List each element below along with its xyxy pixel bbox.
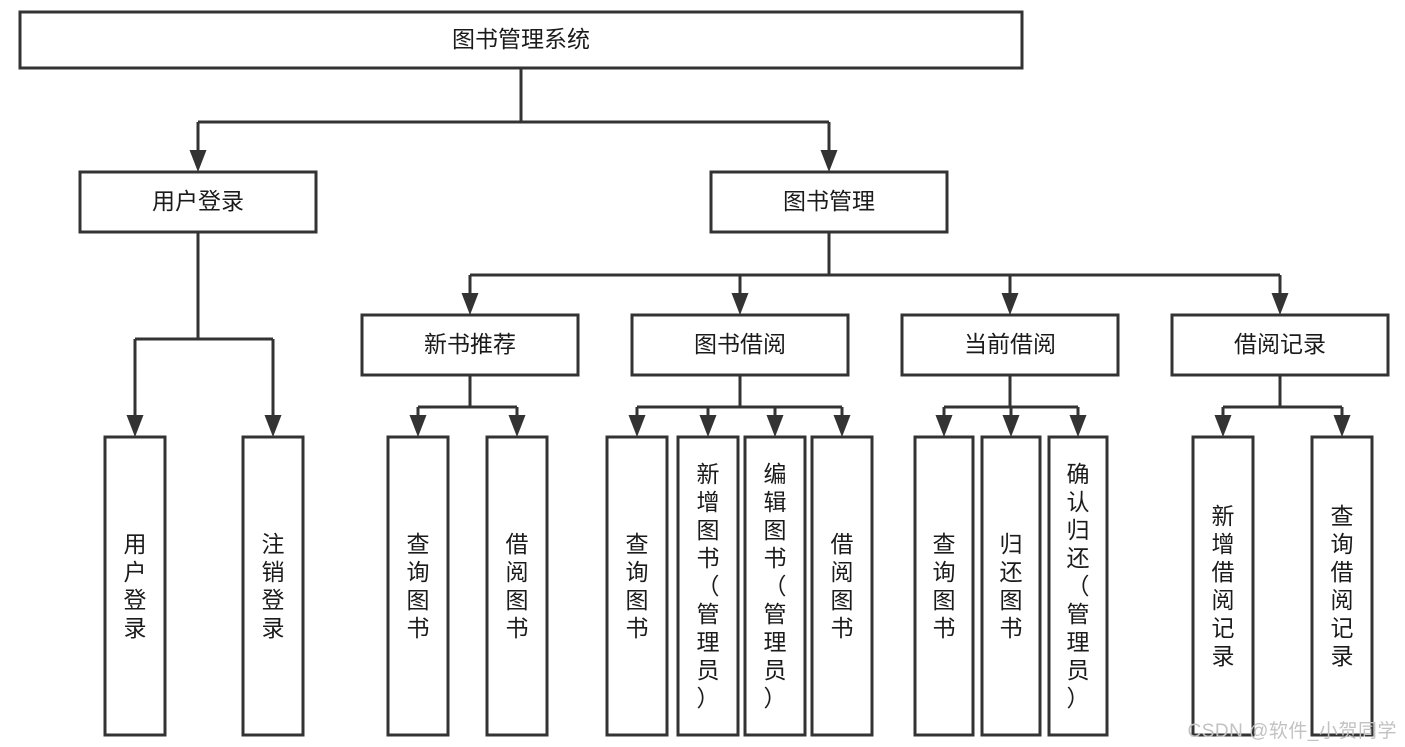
arrow-head-icon xyxy=(189,150,207,172)
node-book-borrow[interactable]: 图书借阅 xyxy=(630,313,850,377)
arrow-head-icon xyxy=(833,415,851,437)
node-root[interactable]: 图书管理系统 xyxy=(18,10,1024,70)
arrow-head-icon xyxy=(1002,415,1020,437)
node-box xyxy=(386,435,450,737)
node-box xyxy=(900,313,1120,377)
arrow-head-icon xyxy=(409,415,427,437)
node-label: 图书管理 xyxy=(783,188,875,214)
node-label: 新书推荐 xyxy=(424,331,516,357)
node-box xyxy=(810,435,874,737)
arrow-head-icon xyxy=(1069,415,1087,437)
arrow-head-icon xyxy=(766,415,784,437)
node-box xyxy=(1310,435,1374,737)
node-box xyxy=(103,435,167,737)
node-box xyxy=(1170,313,1390,377)
node-leaf-rec-search[interactable]: 查询借阅记录 xyxy=(1310,435,1374,737)
node-label: 新增图书（管理员） xyxy=(697,461,720,711)
node-label: 当前借阅 xyxy=(964,331,1056,357)
arrow-head-icon xyxy=(731,293,749,315)
node-box xyxy=(630,313,850,377)
node-leaf-cur-return[interactable]: 归还图书 xyxy=(980,435,1042,737)
node-leaf-borrow-lend[interactable]: 借阅图书 xyxy=(810,435,874,737)
node-layer: 图书管理系统用户登录图书管理新书推荐图书借阅当前借阅借阅记录用户登录注销登录查询… xyxy=(18,10,1390,737)
node-label: 查询图书 xyxy=(407,531,430,641)
node-leaf-borrow-add[interactable]: 新增图书（管理员） xyxy=(676,435,740,737)
node-leaf-rec-query[interactable]: 查询图书 xyxy=(386,435,450,737)
connector-layer xyxy=(126,68,1351,437)
node-leaf-borrow-edit[interactable]: 编辑图书（管理员） xyxy=(743,435,807,737)
node-leaf-cur-query[interactable]: 查询图书 xyxy=(913,435,975,737)
node-borrow-record[interactable]: 借阅记录 xyxy=(1170,313,1390,377)
node-label: 借阅图书 xyxy=(831,531,854,641)
node-box xyxy=(1047,435,1109,737)
arrow-head-icon xyxy=(1001,293,1019,315)
node-label: 借阅图书 xyxy=(506,531,529,641)
arrow-head-icon xyxy=(508,415,526,437)
node-user-login[interactable]: 用户登录 xyxy=(78,170,318,234)
node-box xyxy=(241,435,305,737)
node-label: 归还图书 xyxy=(1000,531,1023,641)
arrow-head-icon xyxy=(1333,415,1351,437)
node-label: 用户登录 xyxy=(152,188,244,214)
node-label: 查询图书 xyxy=(626,531,649,641)
node-leaf-cur-confirm[interactable]: 确认归还（管理员） xyxy=(1047,435,1109,737)
node-box xyxy=(18,10,1024,70)
node-box xyxy=(1191,435,1255,737)
node-box xyxy=(485,435,549,737)
node-box xyxy=(78,170,318,234)
node-label: 借阅记录 xyxy=(1234,331,1326,357)
arrow-head-icon xyxy=(1271,293,1289,315)
node-label: 查询借阅记录 xyxy=(1331,503,1354,669)
node-box xyxy=(709,170,949,234)
node-current-borrow[interactable]: 当前借阅 xyxy=(900,313,1120,377)
node-label: 图书借阅 xyxy=(694,331,786,357)
arrow-head-icon xyxy=(820,150,838,172)
node-label: 编辑图书（管理员） xyxy=(764,461,787,711)
node-leaf-user-logout[interactable]: 注销登录 xyxy=(241,435,305,737)
node-leaf-borrow-query[interactable]: 查询图书 xyxy=(605,435,669,737)
node-leaf-rec-add[interactable]: 新增借阅记录 xyxy=(1191,435,1255,737)
arrow-head-icon xyxy=(264,415,282,437)
arrow-head-icon xyxy=(461,293,479,315)
node-box xyxy=(743,435,807,737)
node-label: 确认归还（管理员） xyxy=(1067,461,1090,711)
node-box xyxy=(980,435,1042,737)
arrow-head-icon xyxy=(126,415,144,437)
arrow-head-icon xyxy=(1214,415,1232,437)
node-box xyxy=(913,435,975,737)
node-label: 注销登录 xyxy=(262,531,285,641)
node-box xyxy=(360,313,580,377)
node-box xyxy=(605,435,669,737)
arrow-head-icon xyxy=(935,415,953,437)
node-label: 查询图书 xyxy=(933,531,956,641)
node-book-manage[interactable]: 图书管理 xyxy=(709,170,949,234)
node-leaf-rec-borrow[interactable]: 借阅图书 xyxy=(485,435,549,737)
arrow-head-icon xyxy=(628,415,646,437)
node-label: 图书管理系统 xyxy=(452,26,590,52)
node-label: 新增借阅记录 xyxy=(1212,503,1235,669)
node-label: 用户登录 xyxy=(124,531,147,641)
arrow-head-icon xyxy=(699,415,717,437)
node-leaf-user-login[interactable]: 用户登录 xyxy=(103,435,167,737)
node-box xyxy=(676,435,740,737)
node-new-book-rec[interactable]: 新书推荐 xyxy=(360,313,580,377)
